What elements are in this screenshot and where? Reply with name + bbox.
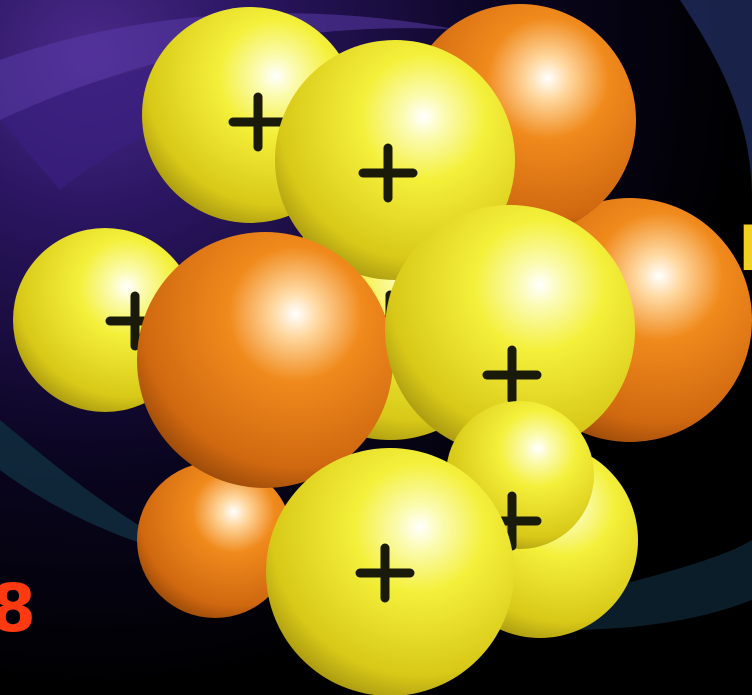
plus-sign-icon [355, 543, 415, 603]
swirl-band [0, 420, 200, 560]
plus-sign-icon [358, 143, 418, 203]
plus-sign-icon [482, 345, 542, 405]
swirl-band [0, 13, 460, 120]
plus-sign-icon [228, 92, 288, 152]
cropped-left-text: 8 [0, 570, 36, 647]
cropped-heading-text: ' '' [238, 0, 302, 25]
neutron-sphere [137, 462, 293, 618]
neutron-sphere [137, 232, 393, 488]
swirl-band [0, 52, 420, 190]
proton-sphere [385, 205, 635, 455]
swirl-band [680, 0, 752, 200]
cropped-right-text: I [738, 212, 752, 285]
